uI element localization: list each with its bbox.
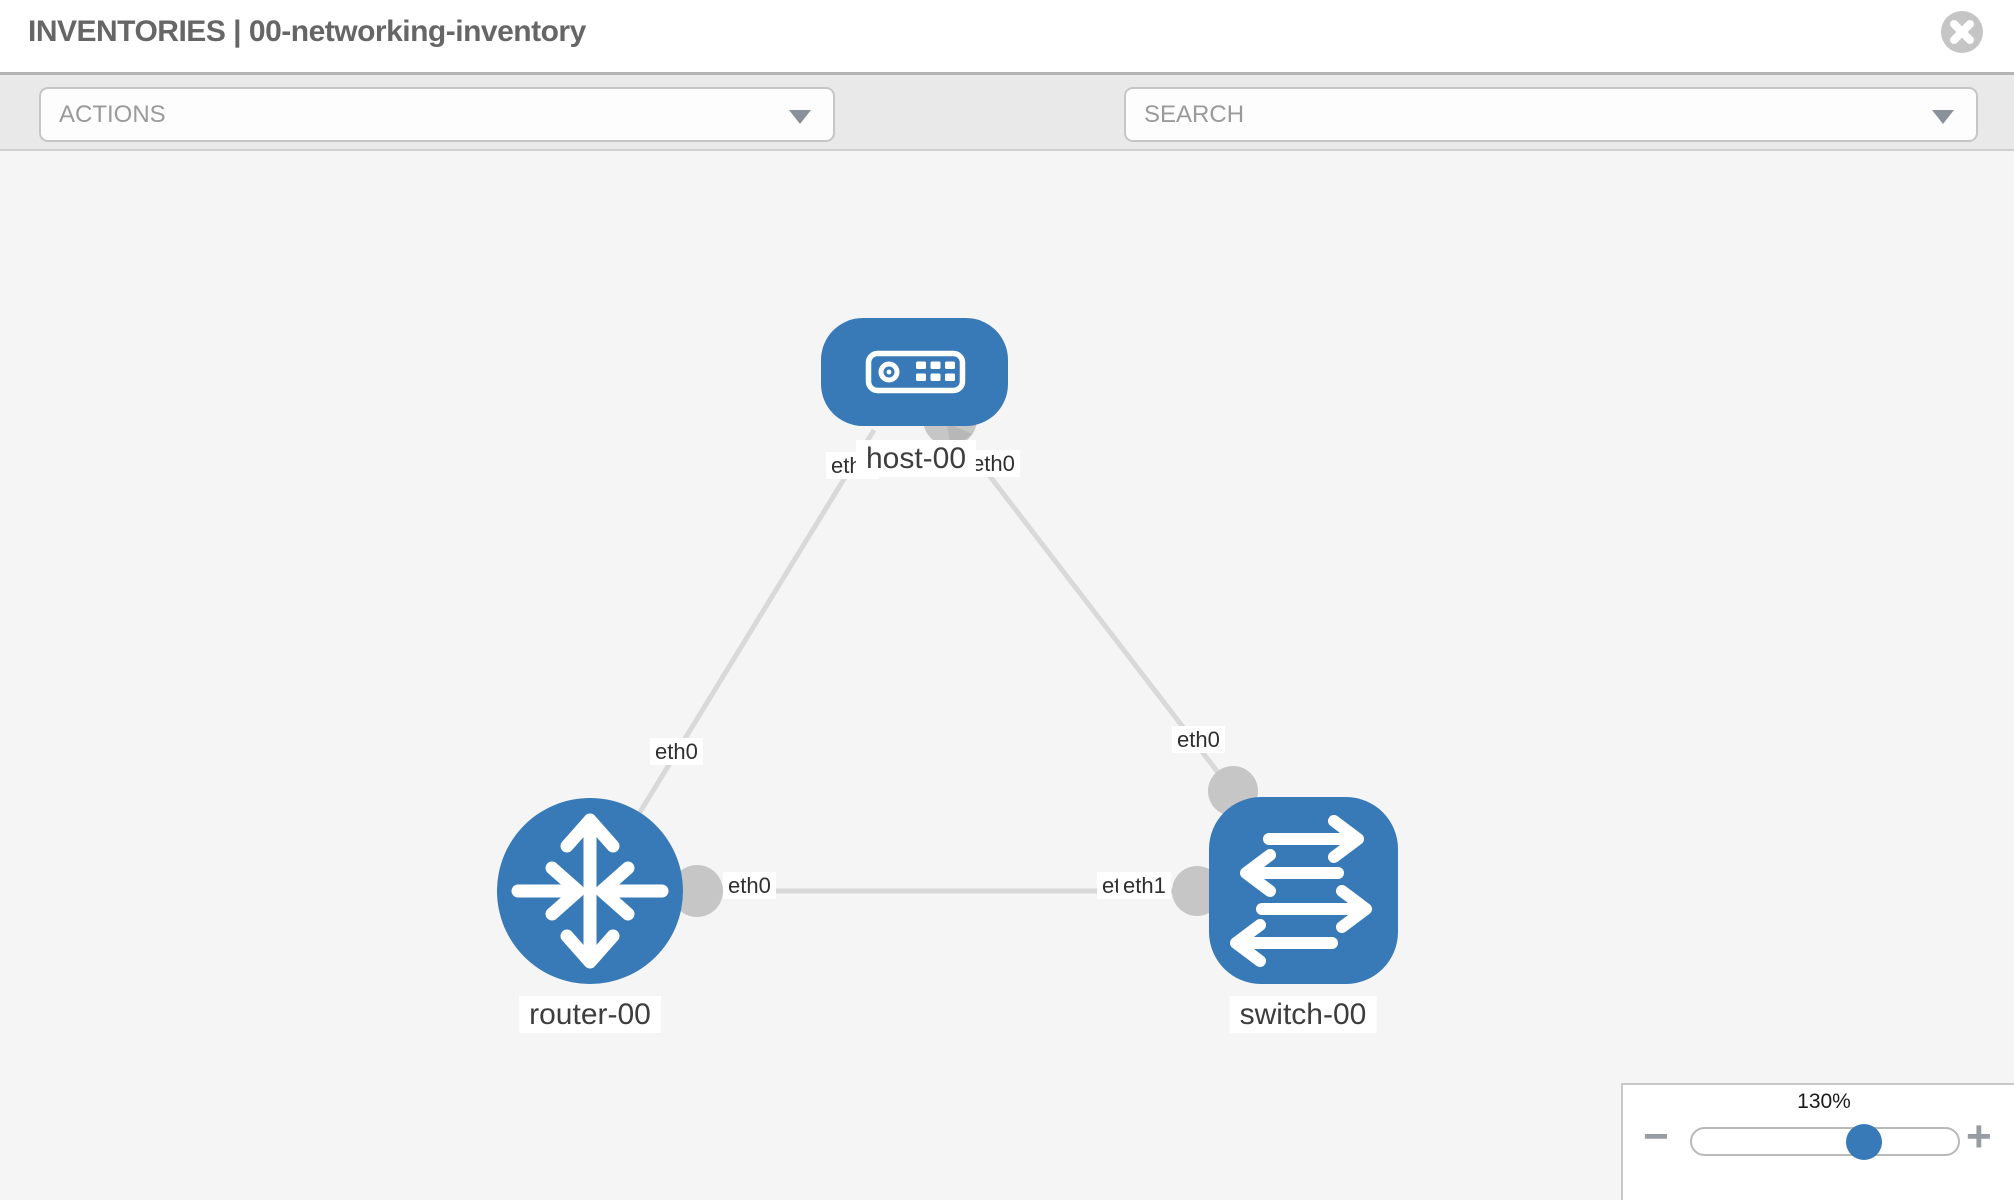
window-header: INVENTORIES | 00-networking-inventory [0, 0, 2014, 72]
topology-canvas[interactable]: eth0 eth0 eth0 eth0 eth0 eth0 eth1 host-… [0, 151, 2014, 1200]
chevron-down-icon [789, 110, 811, 124]
node-switch-00[interactable] [1209, 797, 1398, 984]
search-dropdown[interactable]: SEARCH [1124, 87, 1978, 142]
close-icon [1941, 11, 1983, 53]
link-host-router[interactable] [615, 428, 877, 850]
actions-dropdown-label: ACTIONS [59, 101, 166, 128]
interface-label: eth0 [650, 738, 703, 765]
interface-label: eth1 [1118, 872, 1171, 899]
zoom-slider-track[interactable] [1690, 1127, 1960, 1156]
interface-label: eth0 [1172, 726, 1225, 753]
search-dropdown-label: SEARCH [1144, 101, 1245, 128]
chevron-down-icon [1932, 110, 1954, 124]
switch-icon [1230, 815, 1372, 967]
actions-dropdown[interactable]: ACTIONS [39, 87, 835, 142]
links [615, 425, 1235, 894]
node-label-host: host-00 [855, 440, 977, 477]
node-host-00[interactable] [821, 318, 1008, 426]
zoom-slider-thumb[interactable] [1846, 1124, 1882, 1160]
zoom-control-panel: 130% − + [1621, 1083, 2014, 1200]
topology-graph [497, 318, 1398, 984]
zoom-percent-value: 130% [1797, 1090, 1851, 1113]
zoom-out-button[interactable]: − [1643, 1112, 1669, 1161]
host-icon [865, 350, 966, 394]
connector-router-eth0 [671, 865, 723, 917]
close-button[interactable] [1939, 9, 1985, 55]
zoom-in-button[interactable]: + [1966, 1112, 1992, 1161]
interface-label: eth0 [723, 872, 776, 899]
node-router-00[interactable] [497, 798, 683, 984]
router-icon [511, 813, 669, 969]
toolbar: ACTIONS [0, 72, 2014, 208]
page-title: INVENTORIES | 00-networking-inventory [28, 15, 586, 48]
node-label-switch: switch-00 [1229, 996, 1377, 1033]
node-label-router: router-00 [519, 996, 661, 1033]
